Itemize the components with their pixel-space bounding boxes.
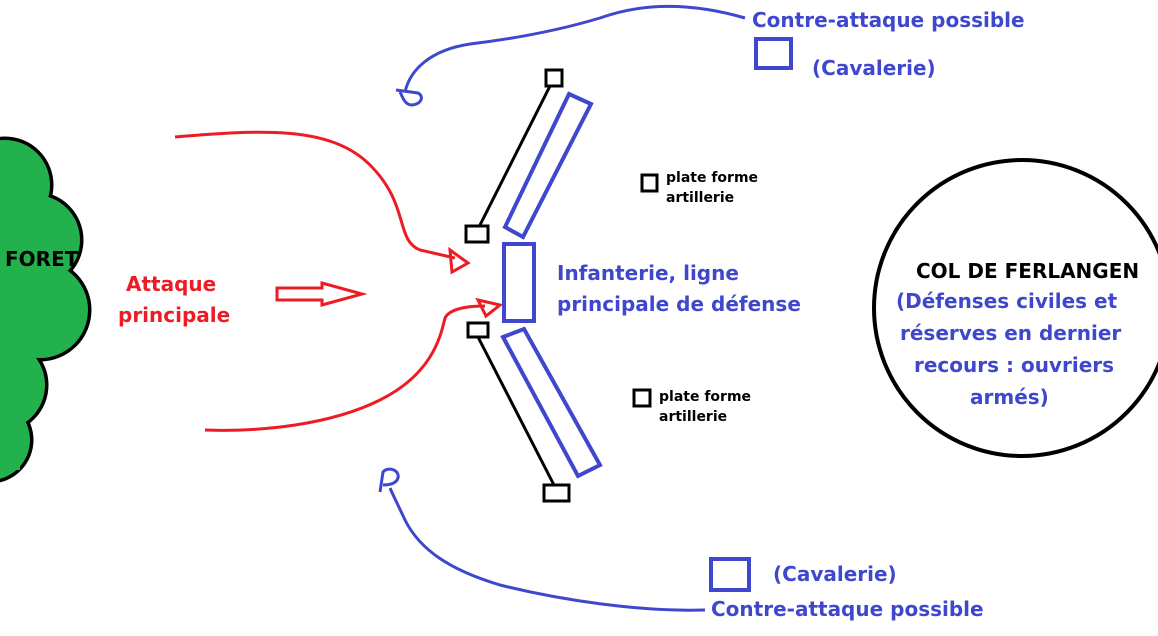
artillery-bottom-line2: artillerie: [659, 409, 728, 425]
pass-title: COL DE FERLANGEN: [916, 259, 1140, 283]
post-square: [542, 483, 571, 503]
attack-path-lower: [204, 304, 486, 432]
cavalry-top-label: (Cavalerie): [812, 56, 936, 80]
post-square: [466, 321, 490, 339]
cavalry-bottom-label: (Cavalerie): [773, 562, 897, 586]
attack-arrowhead-lower: [475, 297, 504, 319]
artillery-square-bottom: [632, 388, 652, 408]
cavalry-square-bottom: [709, 557, 751, 592]
forest-shape: [0, 136, 92, 483]
flank-line-lower: [476, 336, 557, 488]
counter-attack-arrowhead-bottom: [378, 467, 400, 493]
attack-label-line2: principale: [118, 303, 231, 327]
pass-circle: [872, 158, 1158, 458]
cavalry-square-top: [754, 37, 793, 70]
pass-line1: (Défenses civiles et: [896, 289, 1118, 313]
pass-line3: recours : ouvriers: [914, 353, 1115, 377]
infantry-wing-lower: [500, 326, 603, 479]
post-square: [544, 68, 564, 88]
infantry-wing-upper: [502, 91, 594, 240]
main-attack-arrow: [275, 281, 368, 307]
infantry-label-line1: Infanterie, ligne: [557, 261, 739, 285]
attack-arrowhead-upper: [448, 246, 471, 275]
attack-label-line1: Attaque: [126, 272, 217, 296]
infantry-center: [502, 242, 536, 323]
flank-line-upper: [477, 85, 552, 228]
pass-line2: réserves en dernier: [900, 321, 1122, 345]
artillery-top-line1: plate forme: [666, 170, 759, 186]
infantry-label-line2: principale de défense: [557, 292, 801, 316]
counter-attack-path-bottom: [388, 487, 706, 612]
counter-attack-path-top: [403, 4, 746, 93]
post-square: [464, 224, 490, 244]
forest-label: FORET: [5, 247, 79, 271]
counter-top-label: Contre-attaque possible: [752, 8, 1025, 32]
artillery-bottom-line1: plate forme: [659, 389, 752, 405]
artillery-square-top: [640, 173, 659, 193]
pass-line4: armés): [970, 385, 1049, 409]
attack-path-upper: [174, 130, 456, 260]
artillery-top-line2: artillerie: [666, 190, 735, 206]
counter-bottom-label: Contre-attaque possible: [711, 597, 984, 621]
counter-attack-arrowhead-top: [395, 88, 423, 107]
